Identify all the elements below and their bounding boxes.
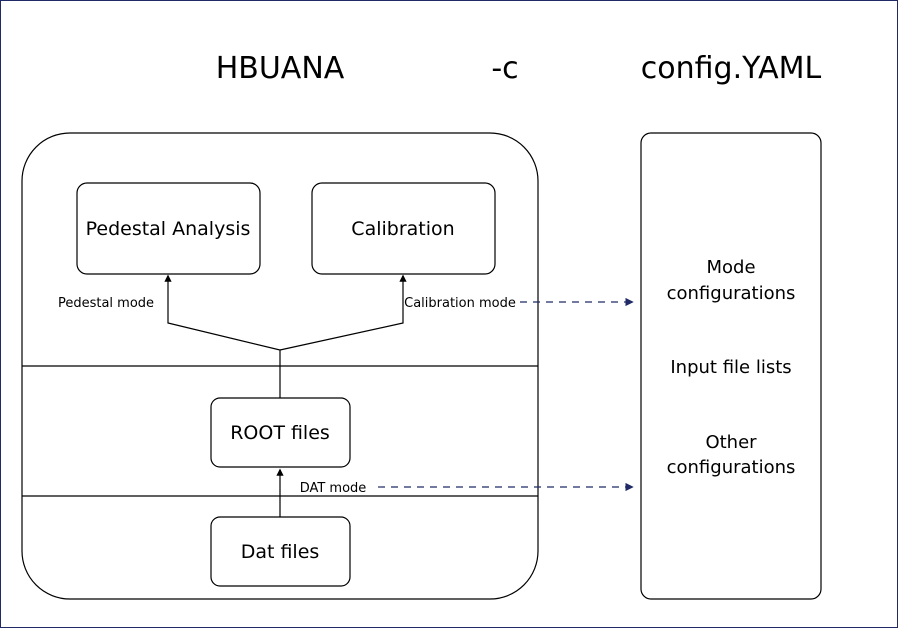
calibration-box [311,182,496,275]
dat-mode-label: DAT mode [300,481,367,496]
root-to-calibration-arrow [279,274,407,351]
mode-configurations-line1: Mode [706,257,755,278]
config-flag: -c [491,51,518,86]
pedestal-analysis-box [76,182,261,275]
program-name: HBUANA [216,51,345,86]
calibration-label: Calibration [351,218,454,240]
root-to-pedestal-arrow [164,274,281,398]
input-file-lists-label: Input file lists [670,357,791,378]
mode-configurations-line2: configurations [667,283,796,304]
config-panel [640,132,822,600]
pedestal-analysis-label: Pedestal Analysis [86,218,251,240]
pedestal-mode-label: Pedestal mode [58,296,154,311]
config-file-name: config.YAML [641,51,822,86]
dat-files-label: Dat files [241,541,320,563]
other-configurations-line2: configurations [667,457,796,478]
calibration-mode-label: Calibration mode [404,296,516,311]
root-files-label: ROOT files [230,422,330,444]
other-configurations-line1: Other [705,432,757,453]
